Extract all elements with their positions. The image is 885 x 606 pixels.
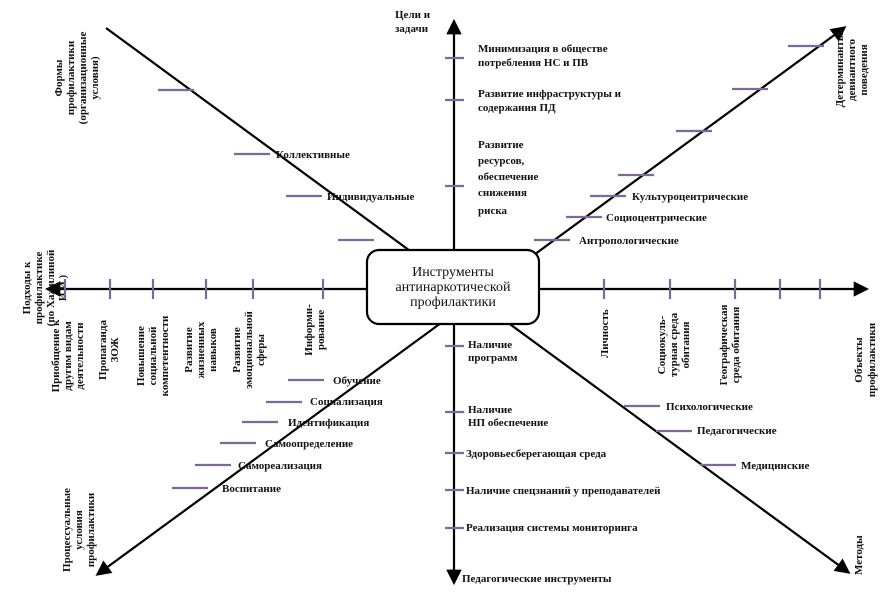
center-title-line3: профилактики — [410, 295, 496, 310]
axis-title-bottom: Педагогические инструменты — [462, 573, 612, 585]
axis-title-bottomright: Методы — [853, 535, 865, 575]
proc-label-2: Социализация — [310, 396, 383, 408]
center-box — [365, 248, 541, 326]
det-label-2: Социоцентрические — [606, 212, 707, 224]
object-label-1: Личность — [599, 309, 611, 358]
object-label-3: Географическаясреда обитания — [718, 305, 742, 386]
method-label-3: Медицинские — [741, 460, 809, 472]
form-label-2: Индивидуальные — [327, 191, 415, 203]
axis-title-bottomleft: Процессуальныеусловияпрофилактики — [61, 488, 97, 572]
center-title-line2: антинаркотической — [396, 280, 511, 295]
approach-label-4: Развитиежизненныхнавыков — [183, 321, 219, 378]
proc-label-4: Самоопределение — [265, 438, 353, 450]
proc-label-1: Обучение — [333, 375, 381, 387]
form-label-1: Коллективные — [276, 149, 350, 161]
approach-label-6: Информи-рование — [303, 304, 327, 356]
method-label-1: Психологические — [666, 401, 753, 413]
approach-label-2: ПропагандаЗОЖ — [97, 320, 121, 380]
center-title-line1: Инструменты — [412, 265, 494, 280]
axis-title-right: Объектыпрофилактики — [853, 322, 878, 397]
ped-label-3: Здоровьесберегающая среда — [466, 448, 607, 460]
proc-label-6: Воспитание — [222, 483, 281, 495]
proc-label-5: Самореализация — [238, 460, 322, 472]
ped-label-4: Наличие спецзнаний у преподавателей — [466, 485, 661, 497]
axis-title-topleft: Формыпрофилактики(организационныеусловия… — [53, 32, 101, 125]
axis-title-topright: Детерминантыдевиантногоповедения — [834, 32, 870, 107]
approach-label-3: Повышениесоциальнойкомпетентности — [135, 315, 171, 396]
proc-label-3: Идентификация — [288, 417, 369, 429]
axis-title-left: Подходы кпрофилактике(по ХажилинойИ.И.) — [21, 249, 69, 326]
approach-label-1: Приобщение кдругим видамдеятельности — [50, 319, 86, 392]
method-label-2: Педагогические — [697, 425, 777, 437]
ped-label-5: Реализация системы мониторинга — [466, 522, 638, 534]
object-label-2: Социокуль-турная средаобитания — [656, 312, 692, 377]
det-label-3: Антропологические — [579, 235, 679, 247]
det-label-1: Культуроцентрические — [632, 191, 748, 203]
approach-label-5: Развитиеэмоциональнойсферы — [231, 310, 267, 388]
